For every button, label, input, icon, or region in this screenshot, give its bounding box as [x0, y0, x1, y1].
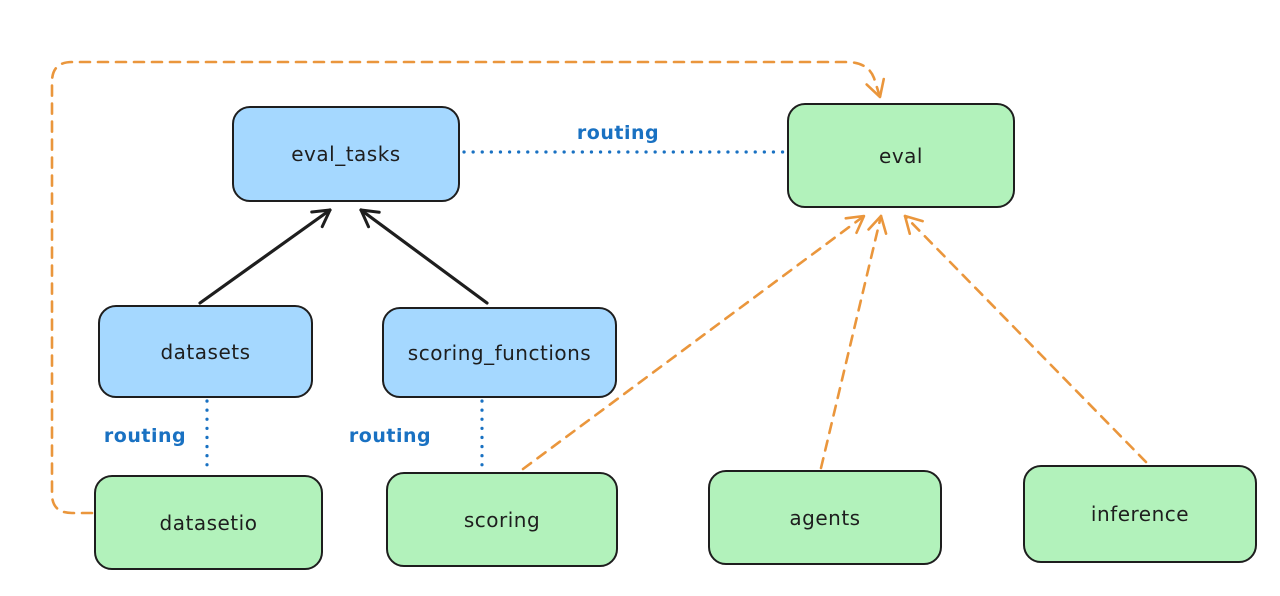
edge-agents-to-eval — [819, 214, 888, 470]
node-eval-tasks: eval_tasks — [232, 106, 460, 202]
node-inference-label: inference — [1090, 502, 1190, 526]
edge-scoring_functions-to-eval_tasks — [359, 208, 489, 305]
node-eval-label: eval — [879, 143, 923, 168]
node-scoring-functions: scoring_functions — [382, 307, 617, 398]
node-datasets-label: datasets — [160, 339, 251, 364]
node-inference: inference — [1023, 465, 1257, 563]
node-datasetio-label: datasetio — [159, 510, 258, 535]
routing-label-datasets-datasetio: routing — [103, 425, 187, 447]
node-eval-tasks-label: eval_tasks — [291, 142, 401, 166]
node-agents: agents — [708, 470, 942, 565]
edge-scoring-to-eval — [521, 214, 866, 471]
edge-inference-to-eval — [903, 214, 1148, 464]
node-scoring: scoring — [386, 472, 618, 567]
edge-datasetio-to-eval — [50, 60, 886, 515]
edge-datasets-to-eval_tasks — [198, 208, 332, 305]
node-agents-label: agents — [789, 505, 861, 530]
node-scoring-label: scoring — [463, 507, 541, 532]
routing-label-scoring-functions-scoring: routing — [348, 425, 432, 447]
node-eval: eval — [787, 103, 1015, 208]
routing-label-eval-tasks-eval: routing — [576, 122, 660, 144]
node-datasets: datasets — [98, 305, 313, 398]
node-datasetio: datasetio — [94, 475, 323, 570]
node-scoring-functions-label: scoring_functions — [407, 340, 592, 365]
